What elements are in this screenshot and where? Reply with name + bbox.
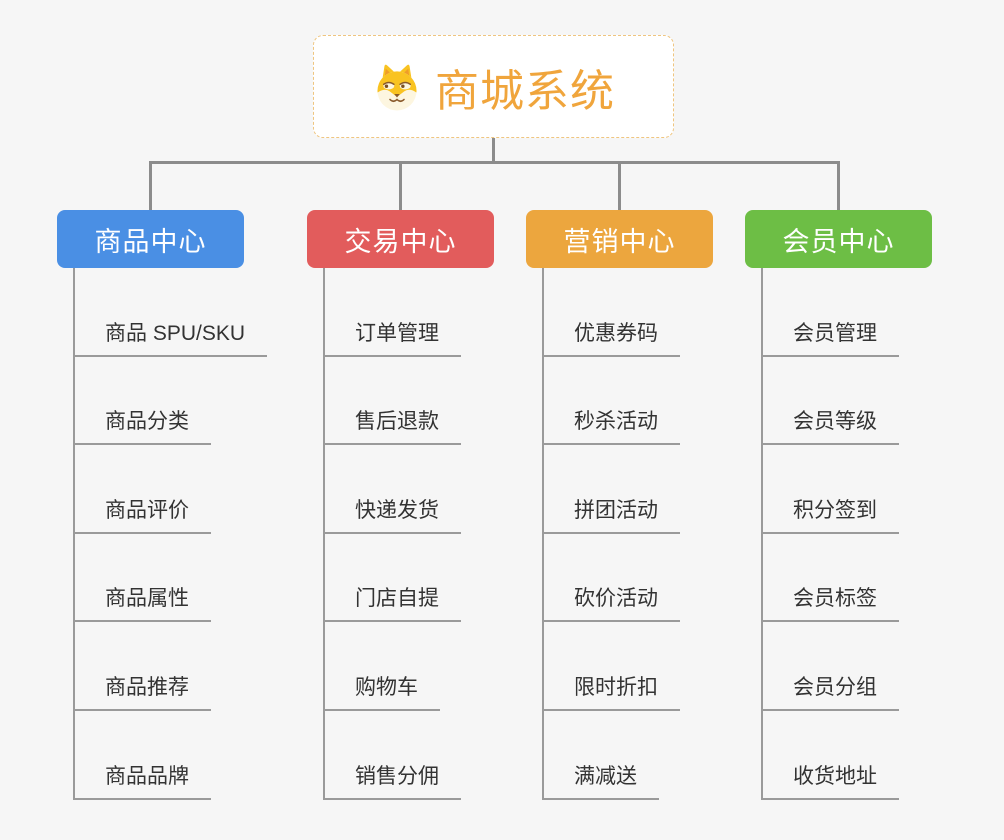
branch-children: 订单管理售后退款快递发货门店自提购物车销售分佣 [323, 268, 494, 800]
leaf-node[interactable]: 优惠券码 [544, 317, 680, 357]
leaf-item: 收货地址 [763, 711, 932, 800]
connector-line [149, 161, 152, 210]
dog-face-icon [377, 64, 417, 110]
branch-column: 会员中心会员管理会员等级积分签到会员标签会员分组收货地址 [745, 210, 932, 800]
leaf-item: 商品评价 [75, 445, 267, 534]
branch-column: 商品中心商品 SPU/SKU 商品分类商品评价商品属性商品推荐商品品牌 [57, 210, 268, 800]
leaf-node[interactable]: 商品品牌 [75, 760, 211, 800]
leaf-node[interactable]: 商品推荐 [75, 671, 211, 711]
connector-line [618, 161, 621, 210]
leaf-node[interactable]: 会员分组 [763, 671, 899, 711]
leaf-node[interactable]: 限时折扣 [544, 671, 680, 711]
leaf-item: 商品分类 [75, 357, 267, 446]
leaf-node[interactable]: 销售分佣 [325, 760, 461, 800]
leaf-node[interactable]: 会员等级 [763, 405, 899, 446]
branch-children: 商品 SPU/SKU 商品分类商品评价商品属性商品推荐商品品牌 [73, 268, 268, 800]
leaf-item: 砍价活动 [544, 534, 713, 623]
branch-column: 营销中心优惠券码秒杀活动拼团活动砍价活动限时折扣满减送 [526, 210, 713, 800]
leaf-item: 商品 SPU/SKU [75, 268, 268, 357]
branch-node[interactable]: 商品中心 [57, 210, 244, 268]
connector-line [837, 161, 840, 210]
leaf-item: 满减送 [544, 711, 713, 800]
leaf-item: 秒杀活动 [544, 357, 713, 446]
leaf-node[interactable]: 售后退款 [325, 405, 461, 446]
leaf-node[interactable]: 积分签到 [763, 494, 899, 534]
connector-line [149, 161, 840, 164]
leaf-item: 购物车 [325, 622, 494, 711]
leaf-node[interactable]: 秒杀活动 [544, 405, 680, 446]
branch-node[interactable]: 交易中心 [307, 210, 494, 268]
leaf-node[interactable]: 订单管理 [325, 317, 461, 357]
leaf-node[interactable]: 拼团活动 [544, 494, 680, 534]
leaf-node[interactable]: 门店自提 [325, 582, 461, 623]
leaf-item: 商品品牌 [75, 711, 267, 800]
leaf-item: 会员等级 [763, 357, 932, 446]
leaf-node[interactable]: 商品评价 [75, 494, 211, 534]
leaf-item: 快递发货 [325, 445, 494, 534]
leaf-node[interactable]: 会员管理 [763, 317, 899, 357]
leaf-item: 会员管理 [763, 268, 932, 357]
branch-node[interactable]: 会员中心 [745, 210, 932, 268]
leaf-item: 商品推荐 [75, 622, 267, 711]
leaf-item: 订单管理 [325, 268, 494, 357]
leaf-node[interactable]: 收货地址 [763, 760, 899, 800]
leaf-item: 限时折扣 [544, 622, 713, 711]
leaf-node[interactable]: 商品 SPU/SKU [75, 317, 268, 357]
connector-line [399, 161, 402, 210]
branch-children: 优惠券码秒杀活动拼团活动砍价活动限时折扣满减送 [542, 268, 713, 800]
connector-line [492, 138, 495, 164]
leaf-item: 会员分组 [763, 622, 932, 711]
branch-column: 交易中心订单管理售后退款快递发货门店自提购物车销售分佣 [307, 210, 494, 800]
branch-children: 会员管理会员等级积分签到会员标签会员分组收货地址 [761, 268, 932, 800]
leaf-item: 拼团活动 [544, 445, 713, 534]
leaf-node[interactable]: 满减送 [544, 760, 659, 800]
leaf-item: 售后退款 [325, 357, 494, 446]
leaf-item: 优惠券码 [544, 268, 713, 357]
leaf-node[interactable]: 砍价活动 [544, 582, 680, 623]
leaf-item: 销售分佣 [325, 711, 494, 800]
leaf-node[interactable]: 商品属性 [75, 582, 211, 623]
root-node-mall-system[interactable]: 商城系统 [313, 35, 674, 138]
leaf-item: 积分签到 [763, 445, 932, 534]
leaf-item: 商品属性 [75, 534, 267, 623]
branch-node[interactable]: 营销中心 [526, 210, 713, 268]
leaf-item: 门店自提 [325, 534, 494, 623]
leaf-node[interactable]: 会员标签 [763, 582, 899, 623]
leaf-node[interactable]: 购物车 [325, 671, 440, 711]
leaf-item: 会员标签 [763, 534, 932, 623]
root-title: 商城系统 [435, 66, 615, 116]
leaf-node[interactable]: 快递发货 [325, 494, 461, 534]
leaf-node[interactable]: 商品分类 [75, 405, 211, 446]
